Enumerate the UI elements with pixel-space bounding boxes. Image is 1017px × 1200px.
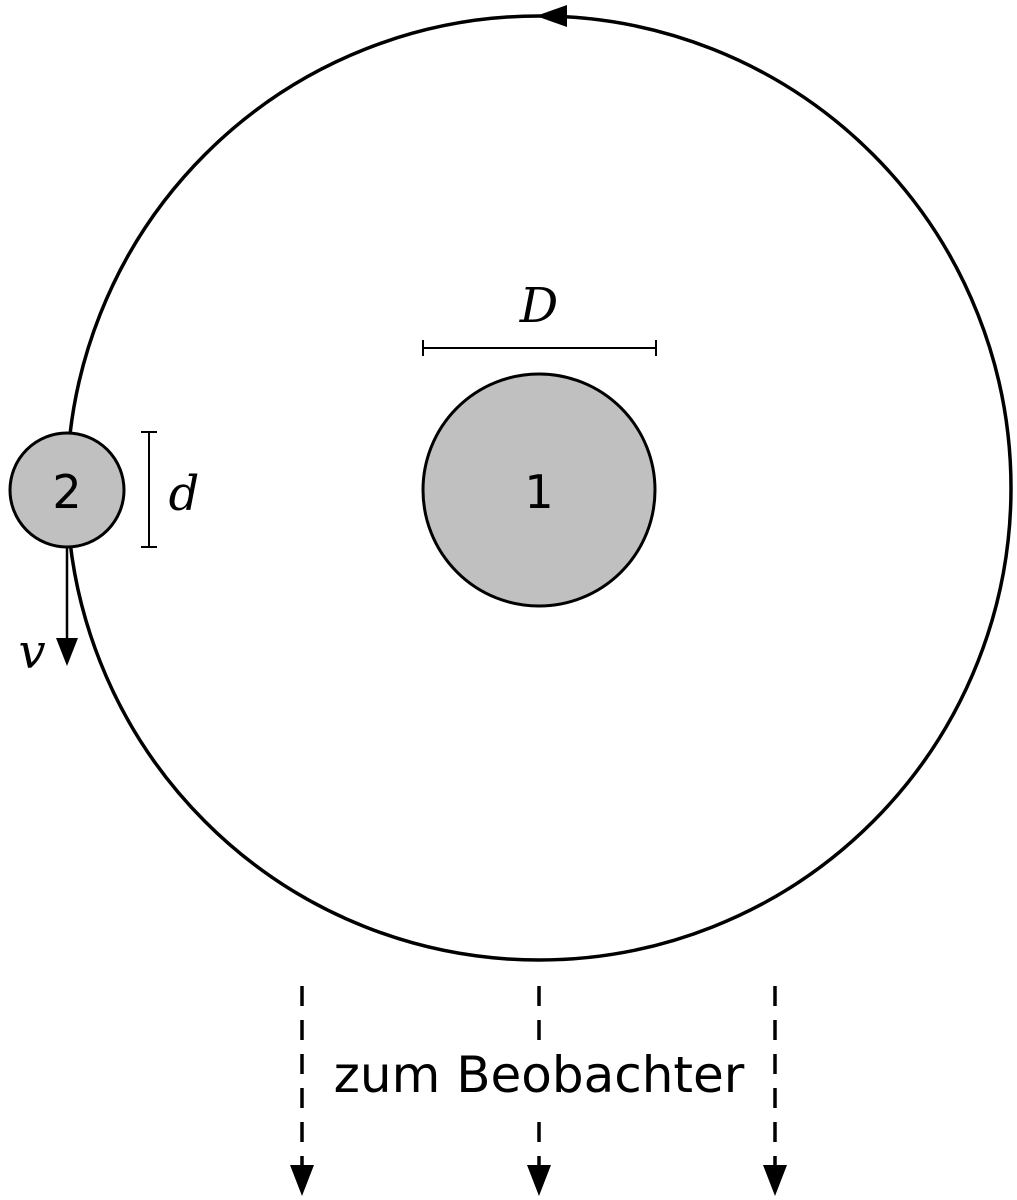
observer-label-background (330, 1040, 748, 1110)
body-large (421, 372, 657, 608)
velocity-arrow-head (56, 638, 78, 666)
dimension-label-large: D (519, 278, 558, 334)
observer-arrow-right (763, 986, 787, 1196)
dimension-bar-large (422, 340, 657, 356)
observer-label: zum Beobachter (334, 1046, 745, 1104)
orbit-direction-arrow (536, 5, 567, 27)
observer-arrow-center (527, 986, 551, 1196)
dimension-bar-small (141, 431, 157, 548)
body-large-label: 1 (524, 465, 553, 519)
velocity-label: v (18, 624, 45, 680)
body-small-label: 2 (52, 465, 81, 519)
dimension-label-small: d (169, 466, 200, 522)
observer-arrow-left (290, 986, 314, 1196)
